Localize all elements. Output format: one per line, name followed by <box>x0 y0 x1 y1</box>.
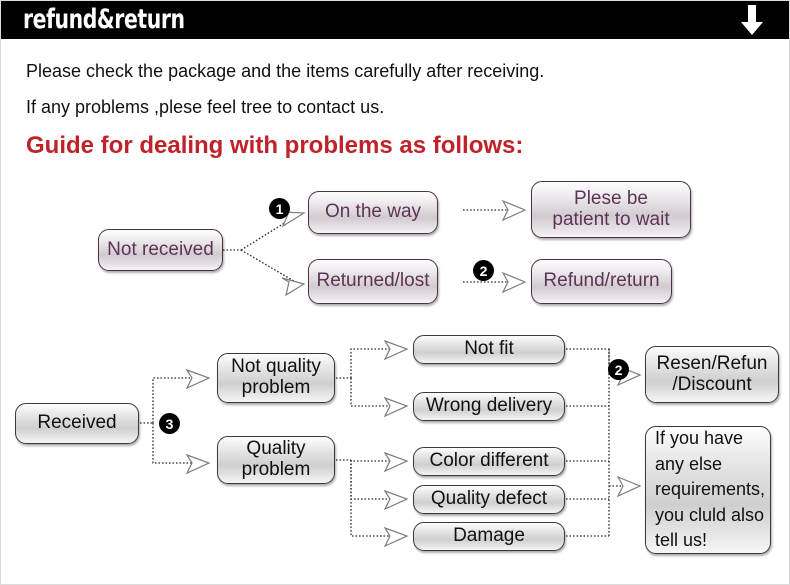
node-resend-refund-discount[interactable]: Resen/Refun /Discount <box>645 346 779 403</box>
node-received[interactable]: Received <box>15 403 139 444</box>
guide-heading: Guide for dealing with problems as follo… <box>26 132 524 159</box>
page-title: refund&return <box>23 4 185 35</box>
node-not-quality-problem[interactable]: Not quality problem <box>217 353 335 403</box>
node-extra-requirements-note[interactable]: If you have any else requirements, you c… <box>645 426 771 554</box>
intro-line-2: If any problems ,plese feel tree to cont… <box>26 97 385 117</box>
node-issue-color-different[interactable]: Color different <box>413 447 565 476</box>
node-issue-not-fit[interactable]: Not fit <box>413 335 565 364</box>
intro-line-1: Please check the package and the items c… <box>26 61 545 81</box>
node-issue-wrong-delivery[interactable]: Wrong delivery <box>413 392 565 421</box>
badge-2-top: 2 <box>473 260 494 281</box>
node-plese-be-patient[interactable]: Plese be patient to wait <box>531 181 691 238</box>
down-arrow-icon <box>741 5 763 35</box>
node-issue-damage[interactable]: Damage <box>413 522 565 551</box>
header-bar: refund&return <box>1 1 789 39</box>
node-refund-return[interactable]: Refund/return <box>531 259 672 304</box>
badge-1: 1 <box>269 198 290 219</box>
badge-3: 3 <box>159 413 180 434</box>
node-on-the-way[interactable]: On the way <box>308 191 438 234</box>
node-returned-lost[interactable]: Returned/lost <box>308 259 438 304</box>
node-issue-quality-defect[interactable]: Quality defect <box>413 485 565 514</box>
node-quality-problem[interactable]: Quality problem <box>217 436 335 484</box>
badge-2-bottom: 2 <box>608 359 629 380</box>
node-not-received[interactable]: Not received <box>98 229 223 271</box>
